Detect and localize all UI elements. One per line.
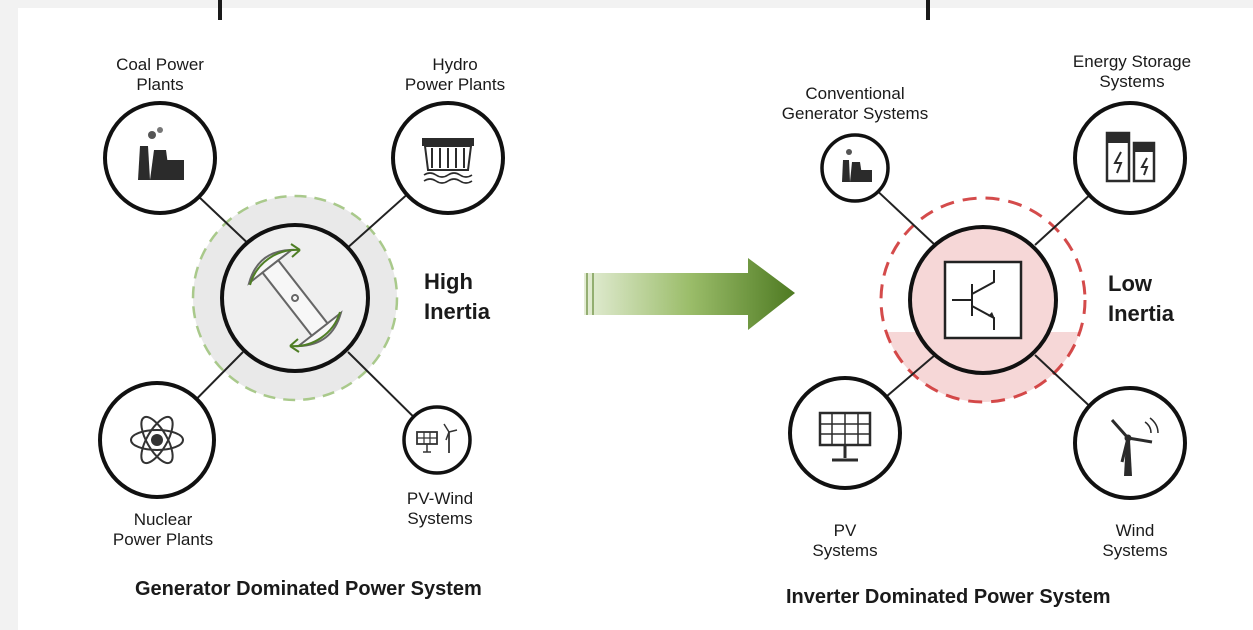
low-inertia-label: Low Inertia <box>1108 271 1175 326</box>
pv-wind-systems-label: PV-Wind Systems <box>406 489 474 528</box>
conventional-generator-label: Conventional Generator Systems <box>781 84 929 123</box>
low-inertia-ring <box>879 196 1087 404</box>
generator-dominated-system <box>98 101 505 499</box>
conventional-generator-icon <box>820 133 890 203</box>
pv-panel-icon <box>788 376 902 490</box>
top-edge-marker <box>218 0 222 20</box>
coal-plant-icon <box>103 101 217 215</box>
pv-systems-label: PV Systems <box>812 521 878 560</box>
generator-rotor-icon <box>220 223 370 373</box>
pv-wind-icon <box>402 405 472 475</box>
wind-turbine-icon <box>1073 386 1187 500</box>
hydro-plant-icon <box>391 101 505 215</box>
hydro-power-plants-label: Hydro Power Plants <box>404 55 506 94</box>
transition-arrow <box>584 258 795 330</box>
nuclear-power-plants-label: Nuclear Power Plants <box>112 510 214 549</box>
high-inertia-label: High Inertia <box>424 269 491 324</box>
wind-systems-label: Wind Systems <box>1102 521 1168 560</box>
generator-dominated-caption: Generator Dominated Power System <box>135 578 482 600</box>
energy-storage-label: Energy Storage Systems <box>1072 52 1192 91</box>
energy-storage-icon <box>1073 101 1187 215</box>
nuclear-plant-icon <box>98 381 216 499</box>
coal-power-plants-label: Coal Power Plants <box>116 55 204 94</box>
inverter-dominated-caption: Inverter Dominated Power System <box>786 586 1111 608</box>
inverter-transistor-icon <box>908 225 1058 375</box>
top-edge-marker <box>926 0 930 20</box>
inverter-dominated-system <box>788 101 1187 500</box>
